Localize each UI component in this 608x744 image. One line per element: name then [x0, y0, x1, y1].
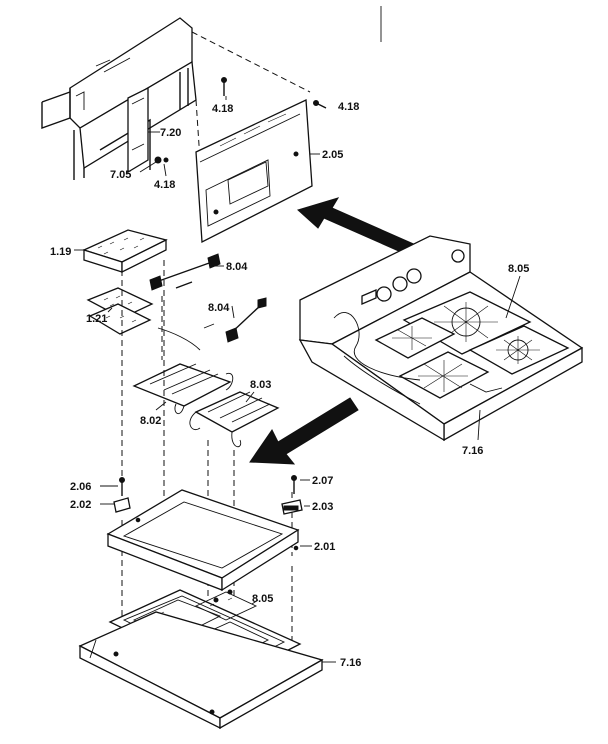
label-8-03: 8.03 [250, 379, 271, 391]
screw-4-18-right [313, 100, 327, 109]
label-4-18-right: 4.18 [338, 101, 359, 113]
label-4-18-top: 4.18 [212, 103, 233, 115]
label-7-16-range: 7.16 [462, 445, 483, 457]
label-1-21: 1.21 [86, 313, 107, 325]
screw-4-18-top [221, 77, 227, 96]
labels: 4.18 4.18 7.20 7.05 4.18 2.05 1.19 8.04 … [50, 101, 529, 669]
screw-7-05 [154, 156, 169, 164]
label-2-07: 2.07 [312, 475, 333, 487]
arrow-up-left [297, 197, 419, 257]
label-7-20: 7.20 [160, 127, 181, 139]
label-8-04-mid: 8.04 [208, 302, 230, 314]
surface-element [398, 351, 490, 399]
bracket-7-20 [127, 86, 149, 174]
label-4-18-bottom: 4.18 [154, 179, 175, 191]
label-2-05: 2.05 [322, 149, 343, 161]
bracket-2-02 [113, 497, 131, 513]
element-plate-8-02 [132, 363, 234, 415]
surface-element [402, 291, 532, 355]
wire-harness-8-04-mid [157, 297, 267, 351]
bracket-2-03 [281, 499, 303, 515]
label-2-01: 2.01 [314, 541, 335, 553]
rear-panel-2-05 [195, 99, 313, 244]
label-7-05: 7.05 [110, 169, 131, 181]
label-8-04-top: 8.04 [226, 261, 248, 273]
label-2-06: 2.06 [70, 481, 91, 493]
pads-1-21 [86, 287, 154, 335]
leader-lines [74, 96, 521, 663]
element-plate-8-03 [189, 391, 280, 448]
label-8-05-range: 8.05 [508, 263, 529, 275]
frame-2-01 [106, 489, 300, 592]
surface-element [468, 325, 570, 375]
label-8-05-pan: 8.05 [252, 593, 273, 605]
base-tray-7-16 [78, 611, 324, 730]
label-8-02: 8.02 [140, 415, 161, 427]
label-7-16-base: 7.16 [340, 657, 361, 669]
insulation-block-1-19 [82, 229, 168, 274]
align-line [191, 31, 311, 93]
range-assembly [298, 235, 584, 442]
screw-2-06 [119, 477, 125, 496]
label-2-02: 2.02 [70, 499, 91, 511]
screw-2-07 [291, 475, 297, 494]
label-2-03: 2.03 [312, 501, 333, 513]
backguard-housing [41, 17, 197, 180]
wire-harness-8-04-top [149, 253, 221, 291]
label-1-19: 1.19 [50, 246, 71, 258]
surface-element [374, 317, 456, 359]
arrow-down-left [249, 397, 359, 465]
